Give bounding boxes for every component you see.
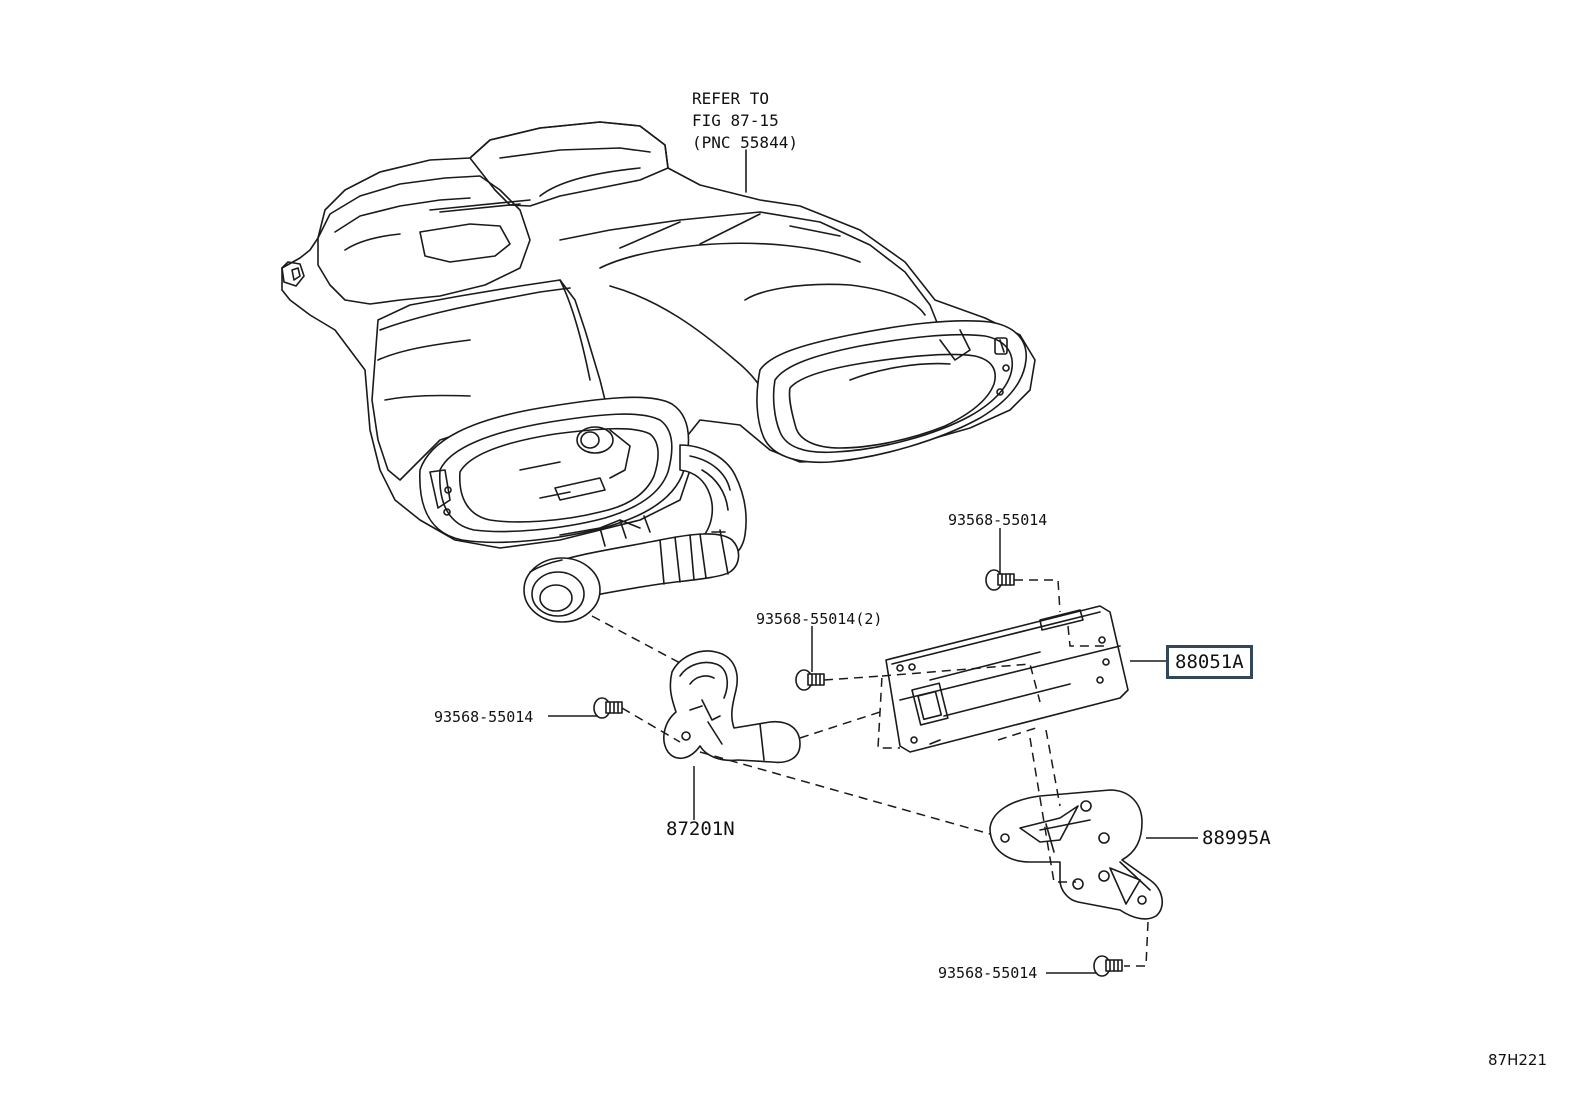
reference-note-line-2: FIG 87-15 bbox=[692, 111, 779, 130]
figure-code: 87H221 bbox=[1488, 1051, 1547, 1069]
reference-note-line-1: REFER TO bbox=[692, 89, 770, 108]
duct-assembly-illustration bbox=[282, 122, 1035, 548]
control-module-illustration bbox=[886, 606, 1128, 752]
elbow-part-illustration bbox=[664, 651, 800, 762]
bolt-top-illustration bbox=[986, 570, 1014, 590]
part-label-module-highlighted[interactable]: 88051A bbox=[1166, 645, 1253, 679]
reference-note: REFER TO FIG 87-15 (PNC 55844) bbox=[692, 88, 798, 154]
part-label-hose[interactable]: 87201N bbox=[666, 818, 735, 840]
hose-assembly-illustration bbox=[524, 445, 746, 622]
part-label-bolt-bottom[interactable]: 93568-55014 bbox=[938, 964, 1038, 982]
reference-note-line-3: (PNC 55844) bbox=[692, 133, 798, 152]
part-label-bracket[interactable]: 88995A bbox=[1202, 827, 1271, 849]
label-leader-lines bbox=[548, 528, 1198, 973]
bolt-left-illustration bbox=[594, 698, 622, 718]
part-label-bolt-left[interactable]: 93568-55014 bbox=[434, 708, 534, 726]
part-label-bolt-top[interactable]: 93568-55014 bbox=[948, 511, 1048, 529]
bolt-bottom-illustration bbox=[1094, 956, 1122, 976]
bolt-mid-illustration bbox=[796, 670, 824, 690]
assembly-dashed-lines bbox=[592, 580, 1148, 966]
part-label-bolt-mid[interactable]: 93568-55014(2) bbox=[756, 610, 883, 628]
mounting-bracket-illustration bbox=[990, 790, 1162, 919]
